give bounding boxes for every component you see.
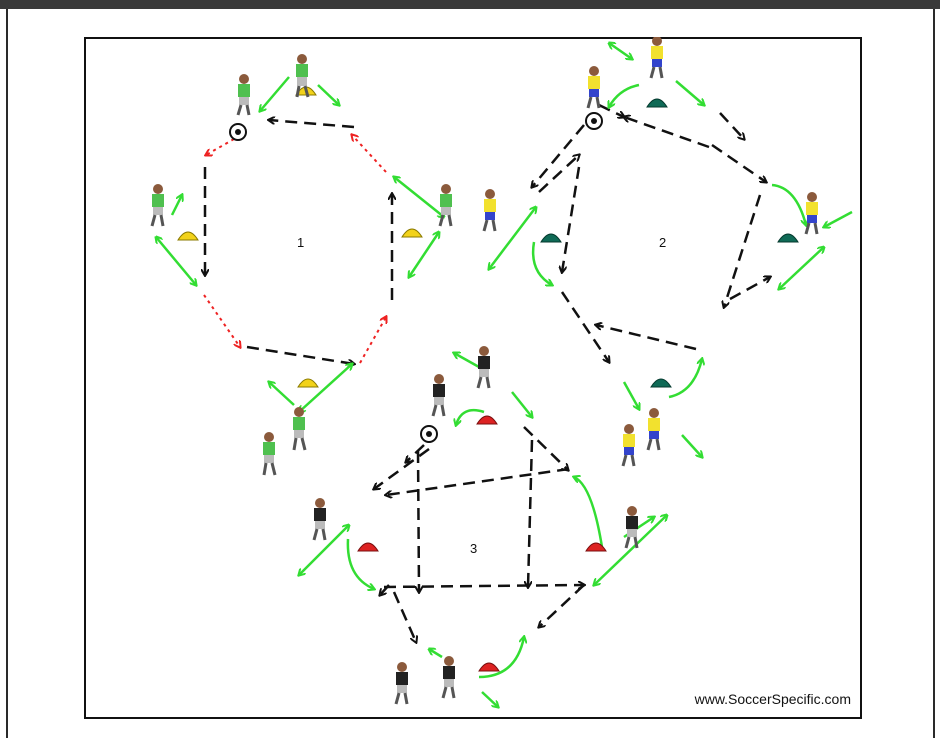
window-top-bar [0,0,940,9]
grid-3-label: 3 [470,541,477,556]
cones-grid-2 [540,98,799,388]
credit-text: www.SoccerSpecific.com [694,691,851,707]
ball-icon [420,425,438,443]
support-arrows-grid-3 [299,353,667,707]
grid-1: 1 [150,54,453,476]
grid-2-label: 2 [659,235,666,250]
option-arrows-grid-1 [203,135,386,364]
support-arrows-grid-2 [489,43,853,457]
ball-icon [585,112,603,130]
pass-arrows-grid-3 [374,426,584,642]
grid-2: 2 [482,37,853,467]
drill-diagram: 1 [150,37,853,719]
pass-arrows-grid-1 [205,120,392,364]
players-grid-2 [482,37,819,467]
grid-3: 3 [299,346,667,707]
support-arrows-grid-1 [156,76,444,412]
frame-right-border [933,9,935,738]
cones-grid-3 [357,415,607,672]
grid-1-label: 1 [297,235,304,250]
frame-left-border [6,9,8,738]
players-grid-1 [150,54,453,476]
players-grid-3 [312,346,639,705]
pass-arrows-grid-2 [532,103,770,362]
ball-icon [229,123,247,141]
